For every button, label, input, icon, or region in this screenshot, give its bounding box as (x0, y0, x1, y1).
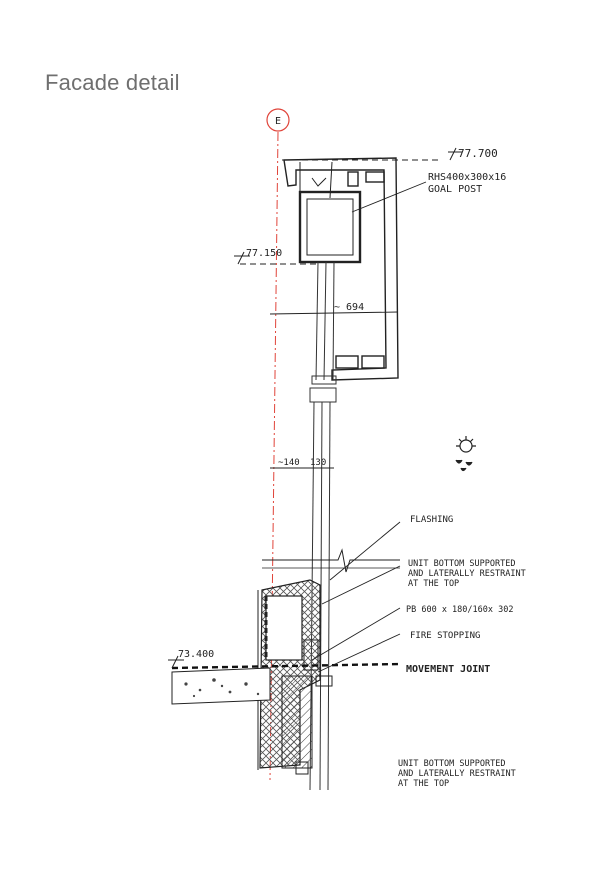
goal-post-rhs (298, 190, 362, 264)
fire-stopping-label: FIRE STOPPING (410, 631, 480, 641)
dimension-depth: ~ 694 (269, 302, 399, 315)
unit-support-2-line2: AND LATERALLY RESTRAINT (398, 769, 516, 779)
page-title: Facade detail (45, 70, 180, 95)
unit-support-2-line1: UNIT BOTTOM SUPPORTED (398, 759, 505, 769)
flashing-label: FLASHING (410, 515, 453, 525)
pb-label: PB 600 x 180/160x 302 (406, 605, 513, 615)
level-top-label: 77.700 (458, 147, 498, 160)
grid-marker-circle (266, 108, 290, 132)
cladding-box (283, 157, 399, 381)
level-top: 77.700 (282, 147, 498, 161)
goal-post-label-1: RHS400x300x16 (428, 172, 506, 183)
level-ground-label: 73.400 (178, 649, 214, 660)
ground-slab: 73.400 (168, 649, 401, 705)
unit-support-1-line3: AT THE TOP (408, 579, 459, 589)
annotations: RHS400x300x16 GOAL POST FLASHING UNIT BO… (398, 172, 526, 789)
glazing-mullion (309, 261, 337, 791)
dimension-offset-left: ~140 (278, 458, 300, 468)
movement-joint-label: MOVEMENT JOINT (406, 664, 490, 675)
break-line (262, 548, 400, 573)
unit-support-2-line3: AT THE TOP (398, 779, 449, 789)
wall-section (257, 579, 333, 775)
dimension-depth-label: ~ 694 (334, 302, 364, 313)
unit-support-1-line1: UNIT BOTTOM SUPPORTED (408, 559, 515, 569)
dimension-offset-right: 130 (310, 458, 326, 468)
level-mid-label: 77.150 (246, 248, 282, 259)
leader-lines (311, 181, 427, 673)
grid-marker-label: E (275, 116, 281, 127)
goal-post-label-2: GOAL POST (428, 184, 482, 195)
unit-support-1-line2: AND LATERALLY RESTRAINT (408, 569, 526, 579)
weather-icon (455, 436, 476, 472)
dimension-offsets: ~140 130 (270, 458, 334, 469)
level-mid: 77.150 (234, 248, 320, 265)
